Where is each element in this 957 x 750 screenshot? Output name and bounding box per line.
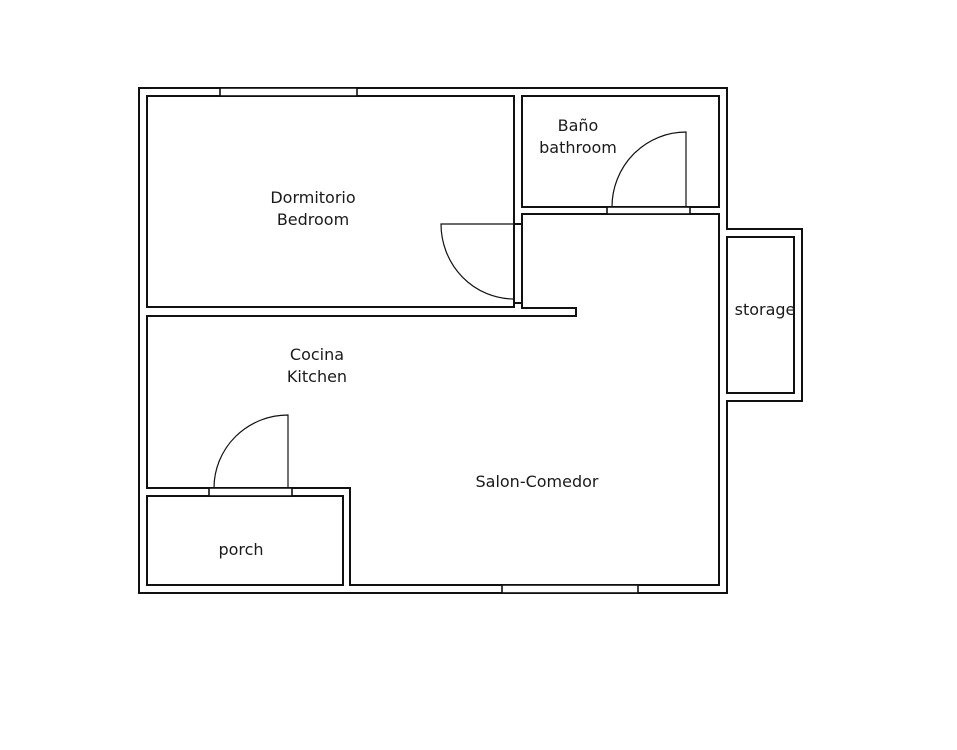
room-label-storage: storage bbox=[734, 300, 796, 319]
room-label-bathroom: Baño bathroom bbox=[539, 115, 617, 159]
kitchen-label-en: Kitchen bbox=[286, 367, 348, 386]
bedroom-door-swing bbox=[440, 223, 515, 300]
kitchen-label-es: Cocina bbox=[289, 345, 345, 364]
outer-wall bbox=[138, 87, 803, 594]
storage-walls bbox=[726, 236, 795, 394]
room-label-living-dining: Salon-Comedor bbox=[475, 472, 599, 491]
bathroom-door-sill bbox=[606, 206, 691, 215]
porch-door-sill bbox=[208, 487, 293, 497]
bedroom-label-es: Dormitorio bbox=[270, 188, 356, 207]
bathroom-label-es: Baño bbox=[557, 116, 599, 135]
porch-door-swing bbox=[213, 414, 289, 489]
bathroom-door-swing bbox=[611, 131, 687, 208]
living-room-walls bbox=[146, 213, 720, 586]
bedroom-label-en: Bedroom bbox=[276, 210, 350, 229]
living-window bbox=[501, 584, 639, 594]
room-label-porch: porch bbox=[218, 540, 264, 559]
bedroom-walls bbox=[146, 95, 515, 308]
bedroom-window bbox=[219, 87, 358, 97]
room-label-bedroom: Dormitorio Bedroom bbox=[270, 187, 355, 231]
bathroom-label-en: bathroom bbox=[539, 138, 617, 157]
room-label-kitchen: Cocina Kitchen bbox=[287, 344, 347, 388]
